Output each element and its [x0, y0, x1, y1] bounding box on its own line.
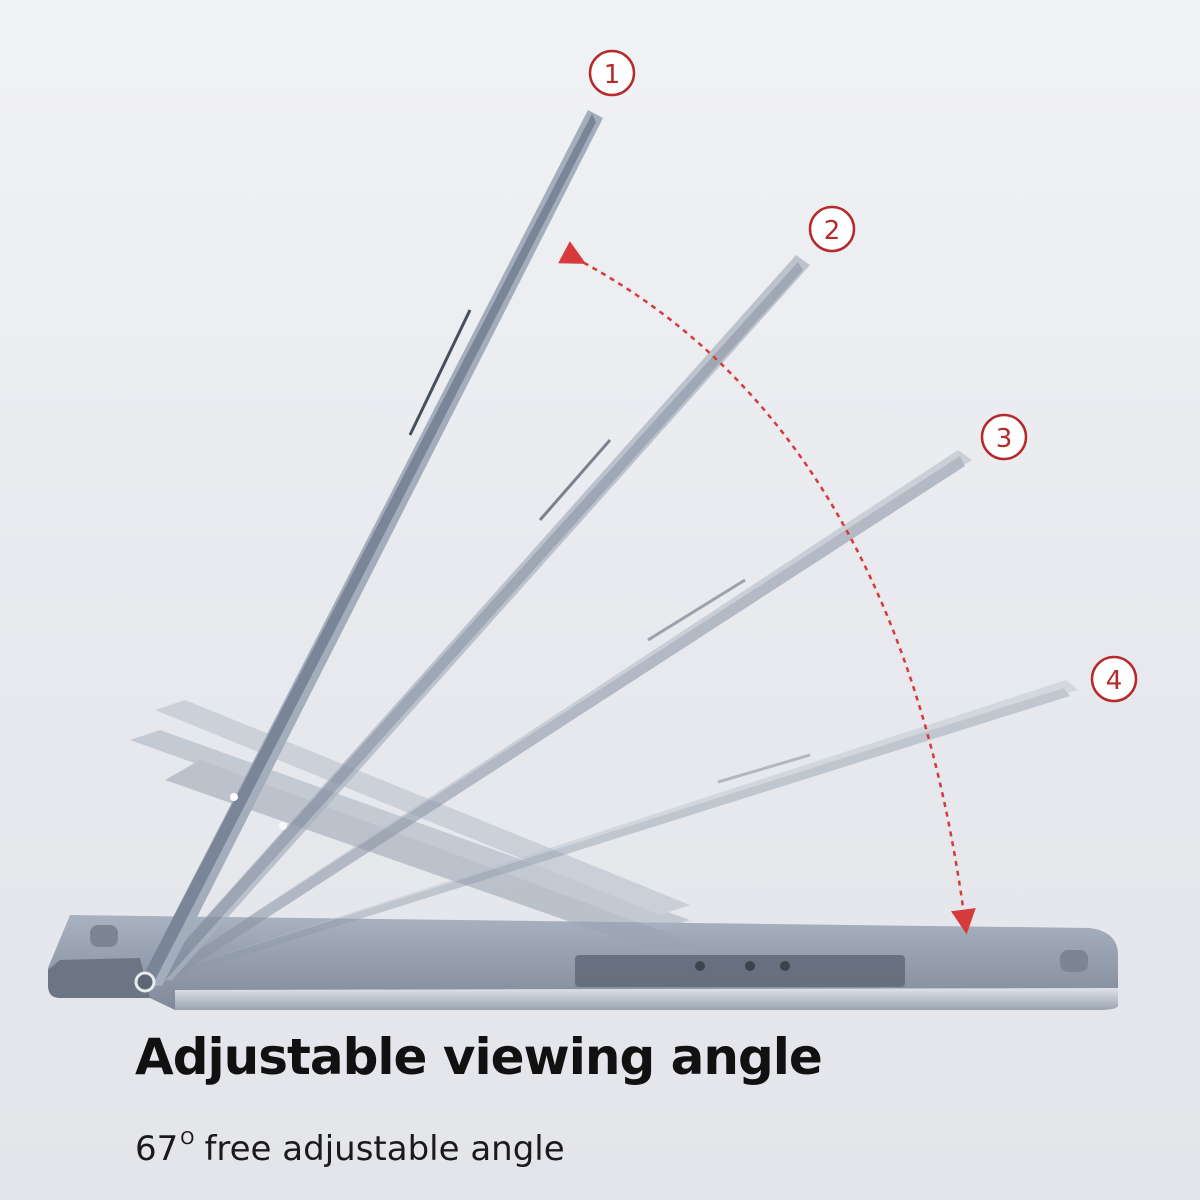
- degree-mark: O: [180, 1128, 195, 1149]
- angle-description: free adjustable angle: [204, 1129, 565, 1169]
- svg-text:1: 1: [604, 60, 621, 90]
- svg-text:2: 2: [824, 216, 841, 246]
- angle-range-arrow: [558, 241, 976, 935]
- position-marker-2: 2: [808, 205, 856, 253]
- svg-text:4: 4: [1106, 666, 1123, 696]
- headline: Adjustable viewing angle: [135, 1028, 823, 1086]
- position-marker-1: 1: [588, 49, 636, 97]
- stand-base: [48, 915, 1118, 1010]
- position-marker-3: 3: [980, 413, 1028, 461]
- angle-value: 67: [135, 1129, 179, 1169]
- stand-arm-position-1: [134, 110, 603, 993]
- position-marker-4: 4: [1090, 655, 1138, 703]
- svg-text:3: 3: [996, 424, 1013, 454]
